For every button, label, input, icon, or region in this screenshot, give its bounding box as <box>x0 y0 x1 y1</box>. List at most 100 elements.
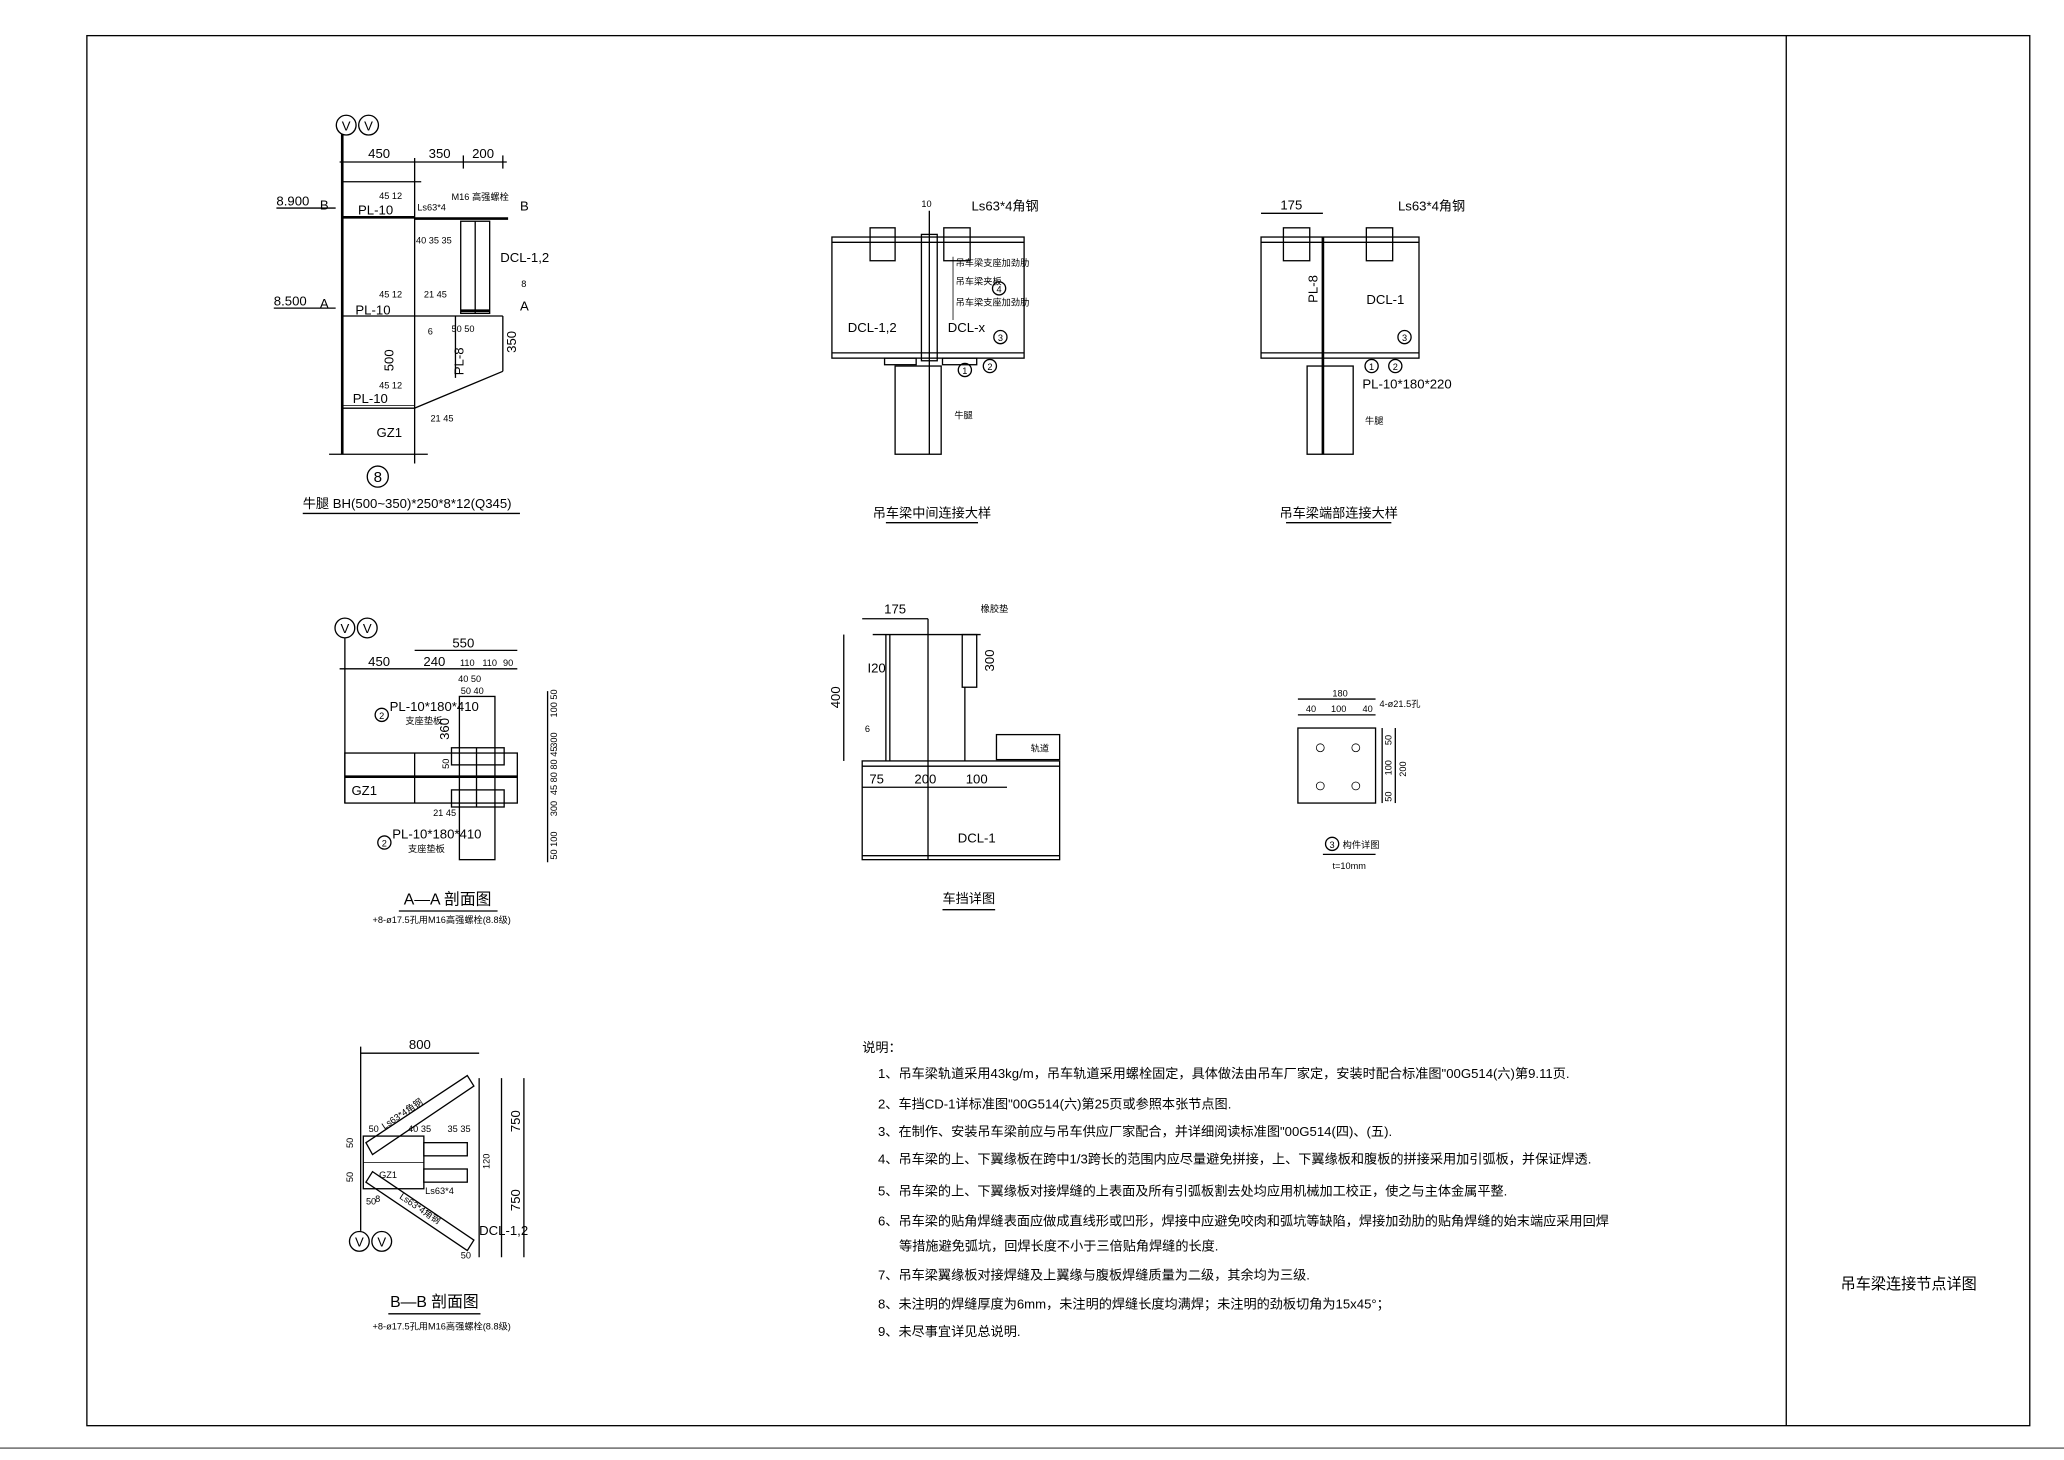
dim: 40 <box>1306 704 1316 714</box>
weld-label: 21 45 <box>430 413 453 423</box>
marker: 2 <box>987 362 992 372</box>
dim: 50 <box>345 1138 355 1148</box>
weld-size: 6 <box>428 326 433 336</box>
dim-450: 450 <box>368 146 390 161</box>
plate-label: PL-10 <box>358 203 393 218</box>
dim: 50 <box>345 1172 355 1182</box>
plate-label: PL-10 <box>355 303 390 318</box>
dim: 50 <box>1383 791 1393 801</box>
bracket-caption: 牛腿 BH(500~350)*250*8*12(Q345) <box>303 496 512 511</box>
note-item: 1、吊车梁轨道采用43kg/m，吊车轨道采用螺栓固定，具体做法由吊车厂家定，安装… <box>878 1065 1570 1081</box>
bolt-dims: 40 35 35 <box>416 236 452 246</box>
part3-caption: 构件详图 <box>1343 839 1380 850</box>
holes-label: 4-ø21.5孔 <box>1380 699 1421 709</box>
beam-label: DCL-1,2 <box>848 320 897 335</box>
section-aa-subcaption: +8-ø17.5孔用M16高强螺栓(8.8级) <box>373 914 511 925</box>
dim: 50 100 <box>549 832 559 860</box>
note-item: 6、吊车梁的贴角焊缝表面应做成直线形或凹形，焊接中应避免咬肉和弧坑等缺陷，焊接加… <box>878 1213 1609 1229</box>
dim-750: 750 <box>508 1110 523 1132</box>
plate-note: 支座垫板 <box>405 715 442 726</box>
dim: 100 <box>966 771 988 786</box>
weld-label: 8 <box>375 1194 380 1204</box>
axis-mark: V <box>340 621 349 636</box>
note-item: 5、吊车梁的上、下翼缘板对接焊缝的上表面及所有引弧板割去处均应用机械加工校正，使… <box>878 1182 1507 1198</box>
rail-label: 轨道 <box>1031 743 1049 754</box>
weld-size: 8 <box>521 279 526 289</box>
elevation-8500: 8.500 <box>274 293 307 308</box>
dim-50: 50 <box>441 759 451 769</box>
dim: 45 80 80 45 <box>549 747 559 796</box>
note-item: 2、车挡CD-1详标准图"00G514(六)第25页或参照本张节点图. <box>878 1095 1231 1111</box>
beam-label: DCL-1 <box>958 831 996 846</box>
dim: 50 <box>366 1197 376 1207</box>
weld-label: 6 <box>865 724 870 734</box>
plate-label: PL-10*180*220 <box>1362 376 1451 391</box>
marker: 3 <box>998 333 1003 343</box>
note-label: 吊车梁支座加劲肋 <box>956 257 1030 268</box>
section-bb-caption: B—B 剖面图 <box>390 1293 479 1311</box>
section-mark-b: B <box>320 197 329 212</box>
middle-connection-caption: 吊车梁中间连接大样 <box>873 504 991 520</box>
dim-300: 300 <box>982 649 997 671</box>
section-mark-a: A <box>520 299 529 314</box>
dim: 300 <box>549 801 559 816</box>
middle-connection-detail: 10 Ls63*4角钢 吊车梁支座加劲肋 吊车梁夹板 吊车梁支座加劲肋 DCL-… <box>831 199 1039 524</box>
car-stop-detail: 175 橡胶垫 300 400 I20 6 轨道 75 200 100 DCL-… <box>828 602 1061 911</box>
sheet-frame <box>0 34 2064 1449</box>
section-mark-b: B <box>520 199 529 214</box>
stiffener-label: PL-8 <box>1306 275 1321 303</box>
angle-label: Ls63*4角钢 <box>971 199 1038 214</box>
dim: 75 <box>869 771 884 786</box>
dim-175: 175 <box>884 602 906 617</box>
axis-number: 8 <box>374 469 382 486</box>
end-connection-caption: 吊车梁端部连接大样 <box>1280 504 1398 520</box>
dim: 450 <box>368 654 390 669</box>
bolt-dims: 40 35 <box>408 1124 431 1134</box>
column-label: GZ1 <box>351 783 377 798</box>
marker: 4 <box>997 284 1002 294</box>
title-block-text: 吊车梁连接节点详图 <box>1841 1276 1977 1293</box>
angle-label: Ls63*4 <box>425 1186 454 1196</box>
dim: 40 50 <box>458 674 481 684</box>
weld-label: 45 12 <box>379 290 402 300</box>
beam-label: DCL-1 <box>1366 292 1404 307</box>
bracket-label: 牛腿 <box>954 410 972 421</box>
beam-label: DCL-x <box>948 320 986 335</box>
section-aa-caption: A—A 剖面图 <box>404 890 492 908</box>
bracket-label: 牛腿 <box>1365 415 1383 426</box>
section-mark-a: A <box>320 296 329 311</box>
section-aa-detail: V V 550 450 240 110 110 90 40 50 50 40 P… <box>334 617 559 925</box>
dim: 100 50 <box>549 689 559 717</box>
dim: 300 <box>549 732 559 747</box>
dim-350-vertical: 350 <box>504 331 519 353</box>
weld-label: 21 45 <box>433 808 456 818</box>
marker: 2 <box>1393 362 1398 372</box>
bracket-detail: V V 450 350 200 8.900 B B 8.500 A A PL-1… <box>274 114 549 515</box>
dim-175: 175 <box>1280 197 1302 212</box>
marker: 3 <box>1330 840 1335 850</box>
note-item: 3、在制作、安装吊车梁前应与吊车供应厂家配合，并详细阅读标准图"00G514(四… <box>878 1123 1392 1139</box>
dim: 110 <box>482 658 497 668</box>
weld-label: 45 12 <box>379 380 402 390</box>
dim-200: 200 <box>1398 761 1408 776</box>
column-label: GZ1 <box>376 425 402 440</box>
plate-note: 支座垫板 <box>408 843 445 854</box>
stiffener-label: PL-8 <box>451 347 466 375</box>
dim-180: 180 <box>1332 688 1347 698</box>
section-bb-detail: 800 Ls63*4角钢 Ls63*4角钢 Ls63*4 40 35 35 35… <box>345 1037 528 1331</box>
plate-label: PL-10*180*410 <box>390 699 479 714</box>
dim-750: 750 <box>508 1189 523 1211</box>
dim: 200 <box>914 771 936 786</box>
dim: 50 <box>369 1124 379 1134</box>
note-item: 等措施避免弧坑，回焊长度不小于三倍贴角焊缝的长度. <box>899 1238 1218 1254</box>
note-item: 4、吊车梁的上、下翼缘板在跨中1/3跨长的范围内应尽量避免拼接，上、下翼缘板和腹… <box>878 1151 1591 1167</box>
dim-200: 200 <box>472 146 494 161</box>
axis-mark: V <box>342 118 351 133</box>
dim: 240 <box>423 654 445 669</box>
bolt-label: M16 高强螺栓 <box>452 191 509 202</box>
part3-detail: 180 40 100 40 4-ø21.5孔 50 100 50 200 3 构… <box>1297 688 1421 871</box>
notes-heading: 说明： <box>862 1040 901 1055</box>
plate-label: PL-10 <box>353 391 388 406</box>
note-item: 8、未注明的焊缝厚度为6mm，未注明的焊缝长度均满焊；未注明的劲板切角为15x4… <box>878 1297 1390 1313</box>
